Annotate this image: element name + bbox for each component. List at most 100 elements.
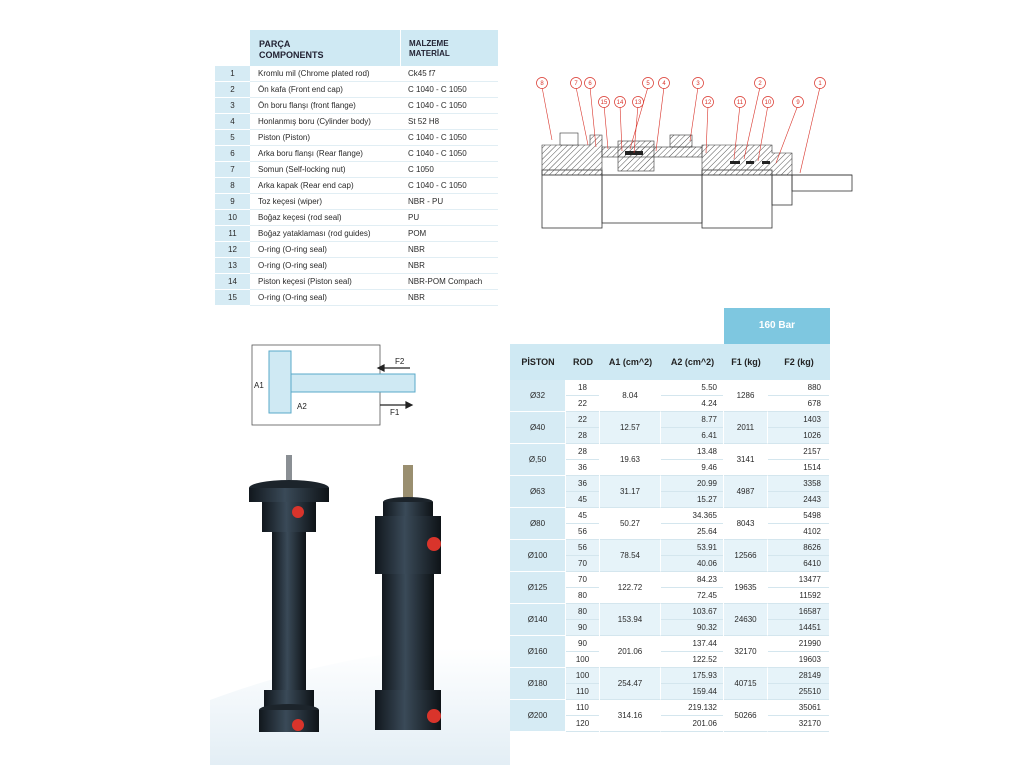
- f2-value: 3358: [768, 476, 829, 492]
- f2-value: 6410: [768, 556, 829, 572]
- f1-value: 12566: [724, 540, 768, 572]
- callout-text: 11: [737, 100, 744, 106]
- f2-value: 13477: [768, 572, 829, 588]
- callout-text: 14: [617, 100, 624, 106]
- cylinder-tube: [382, 574, 434, 692]
- front-cap-outline: [701, 169, 773, 229]
- a2-value: 103.67: [661, 604, 723, 620]
- part-material: C 1040 - C 1050: [400, 98, 498, 114]
- f2-value: 21990: [768, 636, 829, 652]
- f1-value: 50266: [724, 700, 768, 732]
- rod-diameter: 36: [566, 476, 599, 492]
- part-material: Ck45 f7: [400, 66, 498, 82]
- rod-diameter: 56: [566, 524, 599, 540]
- a2-value: 34.365: [661, 508, 723, 524]
- col-f1: F1 (kg): [731, 357, 761, 367]
- f2-value: 2157: [768, 444, 829, 460]
- callout-number: 11: [734, 96, 746, 108]
- part-number: 9: [215, 194, 250, 210]
- a2-value: 53.91: [661, 540, 723, 556]
- f2-label: F2: [395, 357, 405, 366]
- part-material: NBR - PU: [400, 194, 498, 210]
- part-material: PU: [400, 210, 498, 226]
- f2-value: 28149: [768, 668, 829, 684]
- cylinder-body-outline: [601, 174, 703, 224]
- red-port-cap: [292, 506, 304, 518]
- rod-diameter: 28: [566, 444, 599, 460]
- rod-diameter: 90: [566, 636, 599, 652]
- part-number: 10: [215, 210, 250, 226]
- col-a2: A2 (cm^2): [670, 357, 715, 367]
- a1-value: 50.27: [600, 508, 661, 540]
- rod-diameter: 80: [566, 604, 599, 620]
- a2-value: 84.23: [661, 572, 723, 588]
- part-name: O-ring (O-ring seal): [250, 290, 400, 306]
- part-material: NBR: [400, 242, 498, 258]
- f1-value: 40715: [724, 668, 768, 700]
- part-number: 8: [215, 178, 250, 194]
- threaded-rod: [403, 465, 413, 500]
- rod-diameter: 28: [566, 428, 599, 444]
- pressure-header: 160 Bar: [724, 308, 830, 344]
- piston-diameter: Ø180: [510, 668, 566, 700]
- part-number: 15: [215, 290, 250, 306]
- f1-value: 32170: [724, 636, 768, 668]
- piston-diameter: Ø100: [510, 540, 566, 572]
- a1-value: 31.17: [600, 476, 661, 508]
- part-number: 12: [215, 242, 250, 258]
- rod-diameter: 45: [566, 492, 599, 508]
- f2-value: 5498: [768, 508, 829, 524]
- part-number: 3: [215, 98, 250, 114]
- piston-diameter: Ø32: [510, 380, 566, 412]
- a1-value: 78.54: [600, 540, 661, 572]
- f2-value: 1403: [768, 412, 829, 428]
- piston-section: [617, 140, 655, 172]
- callout-number: 13: [632, 96, 644, 108]
- part-material: C 1040 - C 1050: [400, 146, 498, 162]
- a2-value: 72.45: [661, 588, 723, 604]
- part-material: C 1040 - C 1050: [400, 130, 498, 146]
- callout-text: 6: [588, 81, 592, 87]
- part-number: 11: [215, 226, 250, 242]
- part-name: Kromlu mil (Chrome plated rod): [250, 66, 400, 82]
- a1-label: A1: [254, 381, 264, 390]
- components-header: PARÇA COMPONENTS MALZEME MATERİAL: [215, 30, 498, 66]
- f1-value: 1286: [724, 380, 768, 412]
- rod-diameter: 100: [566, 652, 599, 668]
- part-number: 4: [215, 114, 250, 130]
- callout-text: 4: [662, 81, 666, 87]
- part-material: NBR: [400, 258, 498, 274]
- part-name: Arka kapak (Rear end cap): [250, 178, 400, 194]
- a1-value: 314.16: [600, 700, 661, 732]
- callout-text: 8: [540, 81, 544, 87]
- rear-cap-section: [541, 134, 603, 176]
- a2-value: 122.52: [661, 652, 723, 668]
- part-material: C 1050: [400, 162, 498, 178]
- part-material: NBR: [400, 290, 498, 306]
- a2-value: 201.06: [661, 716, 723, 732]
- rod-diameter: 70: [566, 572, 599, 588]
- callout-number: 1: [814, 77, 826, 89]
- part-material: St 52 H8: [400, 114, 498, 130]
- callout-text: 3: [696, 81, 700, 87]
- a1-value: 12.57: [600, 412, 661, 444]
- callout-number: 7: [570, 77, 582, 89]
- cylinder-tube: [272, 532, 306, 690]
- piston-shape: [268, 350, 292, 414]
- a2-value: 219.132: [661, 700, 723, 716]
- components-col-header: PARÇA COMPONENTS: [250, 30, 400, 66]
- slim-cylinder: [249, 455, 329, 732]
- a1-value: 153.94: [600, 604, 661, 636]
- piston-diameter: Ø200: [510, 700, 566, 732]
- callout-number: 10: [762, 96, 774, 108]
